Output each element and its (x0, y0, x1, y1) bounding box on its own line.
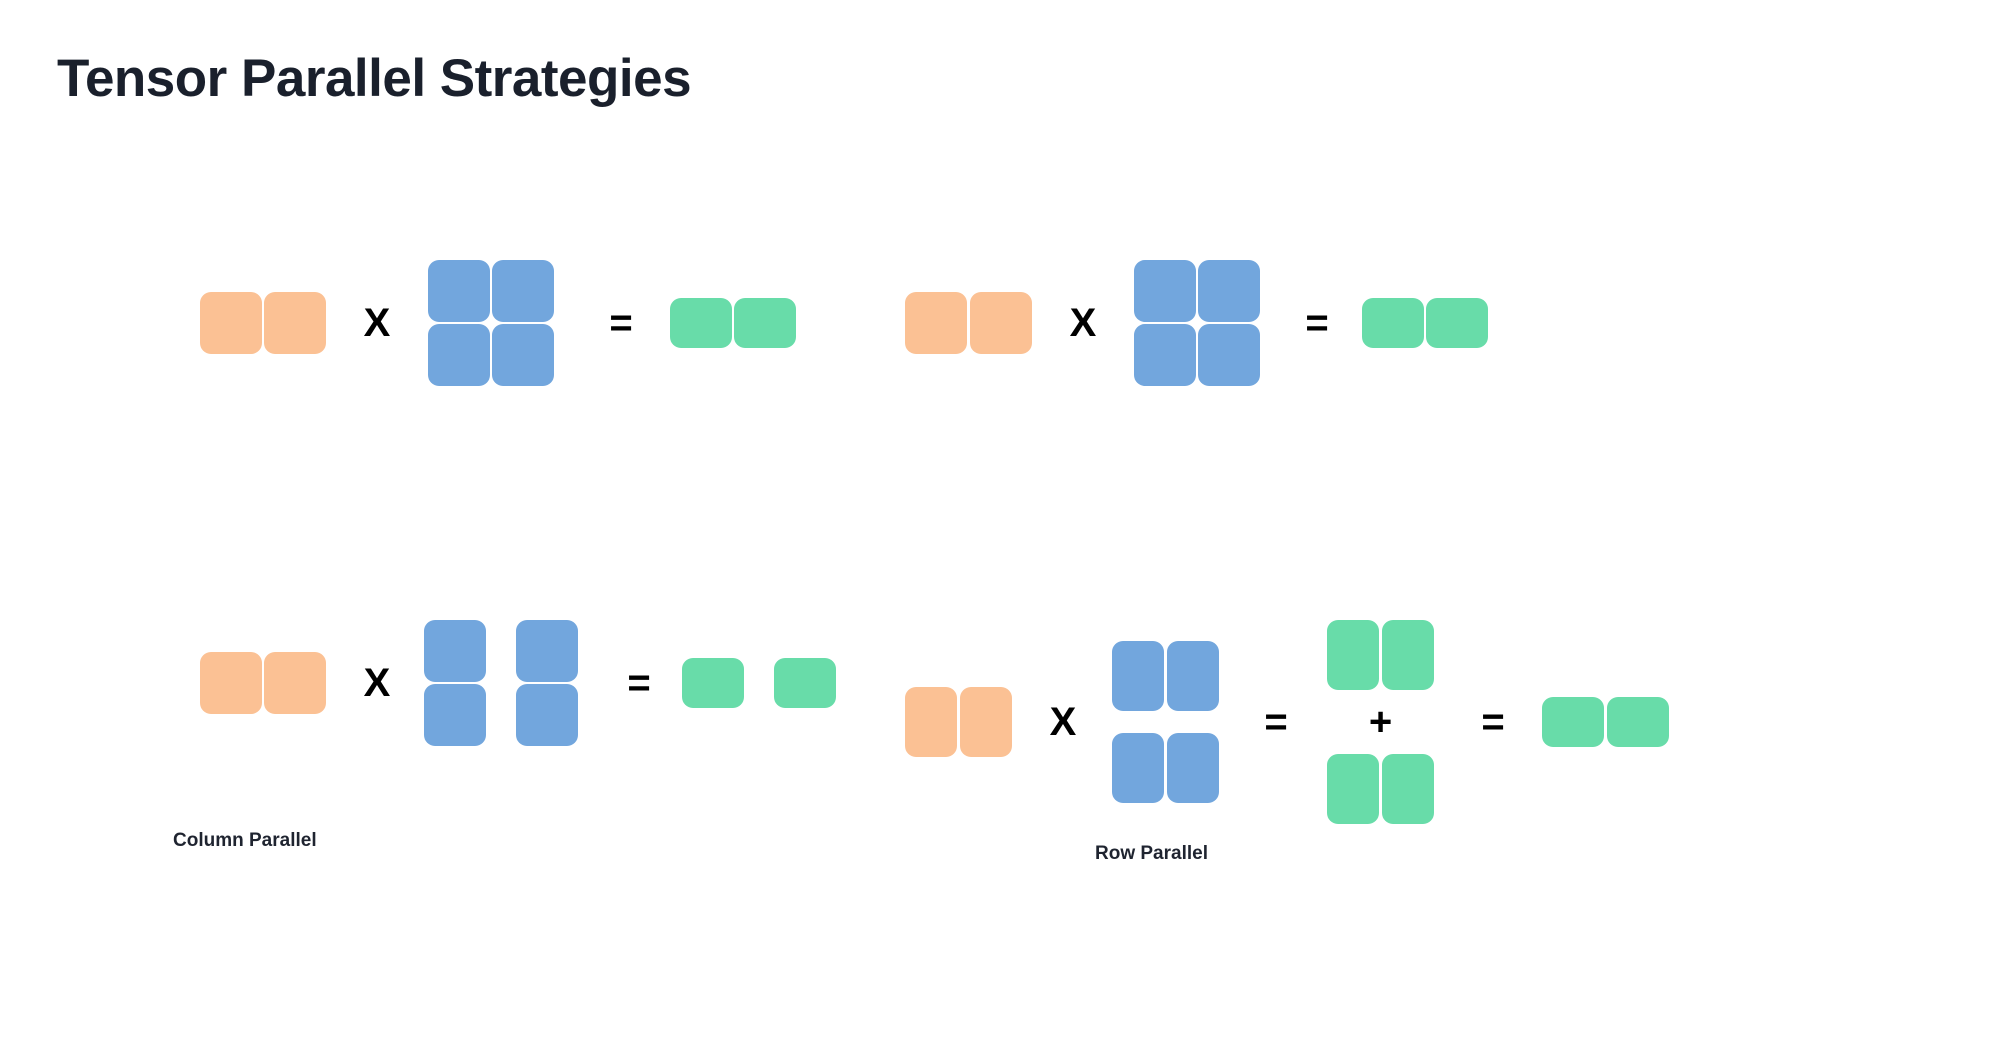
equals-operator: = (1264, 700, 1288, 744)
matrix-cell (1382, 754, 1434, 824)
matrix-weight (428, 260, 554, 386)
matrix-output-activations (670, 298, 796, 348)
matrix-cell (492, 324, 554, 386)
plus-operator: + (1368, 700, 1393, 744)
page-title: Tensor Parallel Strategies (57, 49, 692, 108)
matrix-cell (1382, 620, 1434, 690)
matrix-cell (428, 324, 490, 386)
matrix-cell (1542, 697, 1604, 747)
equals-operator: = (609, 301, 633, 345)
matrix-input-activations-column-sharded (905, 292, 1032, 354)
multiply-operator: X (1049, 700, 1077, 744)
matrix-input-activations (200, 652, 326, 714)
matrix-cell (682, 658, 744, 708)
equation-row-parallel-reference: X = (905, 260, 1488, 386)
matrix-cell (264, 292, 326, 354)
matrix-cell (1167, 641, 1219, 711)
matrix-cell (1198, 324, 1260, 386)
matrix-output-activations (1362, 298, 1488, 348)
matrix-cell (1327, 754, 1379, 824)
matrix-cell (516, 620, 578, 682)
matrix-cell (905, 292, 967, 354)
matrix-output-activations-reduced (1542, 697, 1669, 747)
equals-operator: = (627, 661, 651, 705)
matrix-cell (1327, 620, 1379, 690)
matrix-cell (492, 260, 554, 322)
matrix-cell (1112, 733, 1164, 803)
equation-column-parallel-sharded: X = (200, 620, 836, 746)
multiply-operator: X (363, 661, 391, 705)
matrix-weight (1134, 260, 1260, 386)
multiply-operator: X (1069, 301, 1097, 345)
matrix-cell (670, 298, 732, 348)
matrix-cell (424, 684, 486, 746)
matrix-output-column-sharded (682, 658, 836, 708)
matrix-cell (1426, 298, 1488, 348)
matrix-cell (734, 298, 796, 348)
partial-sum-group: + (1327, 620, 1434, 824)
caption-column-parallel: Column Parallel (173, 830, 317, 851)
caption-row-parallel: Row Parallel (1095, 843, 1208, 864)
panel-column-parallel: X = X (0, 150, 1000, 890)
matrix-weight-column-sharded (424, 620, 578, 746)
matrix-weight-row-sharded (1112, 641, 1219, 803)
matrix-input-activations-column-sharded (905, 687, 1012, 757)
matrix-partial-output-shard-2 (1327, 754, 1434, 824)
matrix-cell (1134, 260, 1196, 322)
matrix-cell (960, 687, 1012, 757)
matrix-input-activations (200, 292, 326, 354)
matrix-cell (424, 620, 486, 682)
matrix-cell (1112, 641, 1164, 711)
multiply-operator: X (363, 301, 391, 345)
matrix-cell (1167, 733, 1219, 803)
matrix-cell (264, 652, 326, 714)
matrix-cell (774, 658, 836, 708)
matrix-cell (1198, 260, 1260, 322)
equals-operator: = (1305, 301, 1329, 345)
matrix-cell (905, 687, 957, 757)
equals-operator-final: = (1481, 700, 1505, 744)
matrix-cell (428, 260, 490, 322)
matrix-cell (200, 652, 262, 714)
equation-row-parallel-sharded: X = + (905, 620, 1669, 824)
matrix-cell (1607, 697, 1669, 747)
matrix-cell (200, 292, 262, 354)
matrix-cell (1134, 324, 1196, 386)
matrix-cell (970, 292, 1032, 354)
matrix-cell (516, 684, 578, 746)
matrix-cell (1362, 298, 1424, 348)
matrix-partial-output-shard-1 (1327, 620, 1434, 690)
equation-column-parallel-reference: X = (200, 260, 796, 386)
panel-row-parallel: X = X (905, 150, 1999, 890)
